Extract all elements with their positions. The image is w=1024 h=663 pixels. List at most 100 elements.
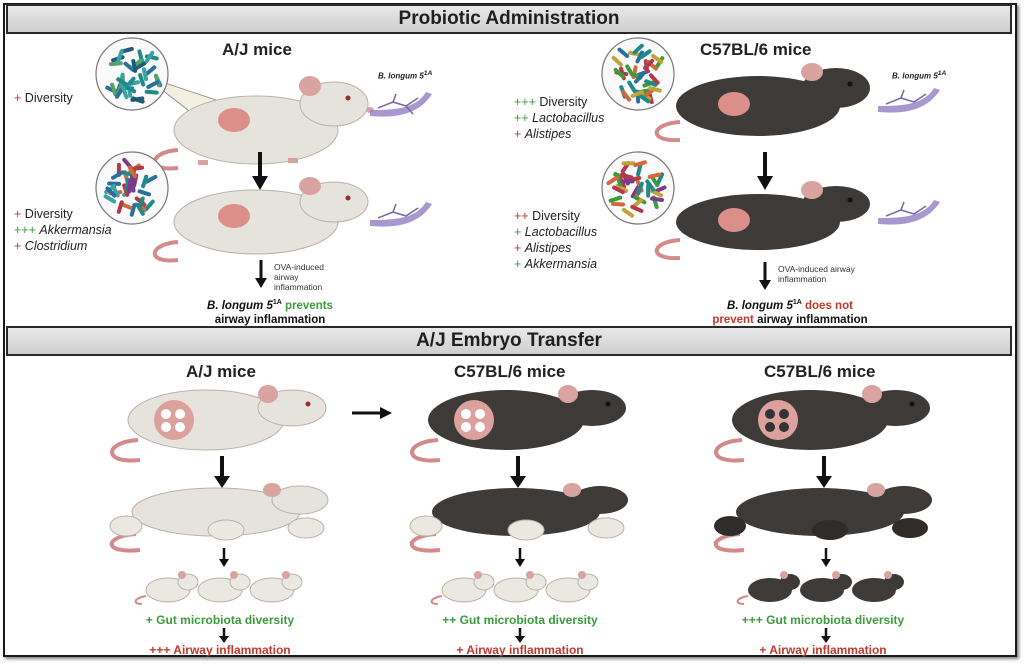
bacterium-rod — [651, 54, 664, 64]
stat-c57-after-diversity: ++ Diversity — [514, 209, 581, 223]
bacterium-rod — [120, 46, 134, 54]
bacterium-rod — [630, 90, 644, 98]
probiotic-icon-c57 — [878, 88, 940, 113]
bacterium-rod — [134, 61, 147, 71]
caption-diversity-2: ++ Gut microbiota diversity — [442, 613, 598, 627]
bacterium-rod — [611, 55, 623, 67]
microbiota-circle-c57-before — [601, 37, 675, 111]
strain-title-embryo-2: C57BL/6 mice — [454, 362, 566, 381]
mouse-c57-probiotic-2 — [654, 181, 870, 261]
bacterium-rod — [648, 73, 660, 85]
caption-airway-3: + Airway inflammation — [759, 643, 887, 657]
stat-list-c57-after: ++ Diversity + Lactobacillus + Alistipes… — [514, 208, 597, 272]
bacterium-rod — [630, 185, 640, 199]
bacterium-rod — [647, 172, 662, 179]
arrow-embryo-1b — [219, 548, 229, 567]
caption-airway-1: +++ Airway inflammation — [149, 643, 291, 657]
bacterium-rod — [608, 195, 623, 203]
stat-aj-after-diversity: + Diversity — [14, 207, 73, 221]
bacterium-rod — [619, 172, 634, 180]
mouse-c57-with-aj-pups — [409, 483, 628, 553]
mouse-aj-probiotic-1 — [152, 76, 374, 171]
microbiota-circle-aj-after — [95, 151, 169, 225]
bacterium-rod — [612, 185, 625, 195]
bacterium-rod — [105, 186, 117, 198]
arrow-aj-top-2 — [255, 260, 267, 288]
bacterium-rod — [137, 189, 152, 197]
strain-title-embryo-1: A/J mice — [186, 362, 256, 381]
stat-aj-after-clostridium: + Clostridium — [14, 239, 88, 253]
bacterium-rod — [630, 204, 644, 213]
bacterium-rod — [107, 181, 122, 186]
stat-list-aj-after: + Diversity +++ Akkermansia + Clostridiu… — [14, 206, 112, 254]
bacterium-rod — [644, 79, 658, 87]
bacterium-rod — [144, 50, 155, 64]
bacterium-rod — [650, 196, 664, 203]
bacterium-rod — [116, 200, 124, 214]
bacterium-rod — [655, 172, 665, 186]
bacterium-rod — [123, 61, 136, 72]
caption-diversity-3: +++ Gut microbiota diversity — [741, 613, 905, 627]
bacterium-rod — [116, 49, 124, 63]
bacterium-rod — [620, 89, 632, 102]
probiotic-label-aj: B. longum 51A — [378, 70, 433, 81]
bacterium-rod — [130, 165, 145, 172]
bacterium-rod — [632, 43, 644, 55]
mouse-aj-probiotic-2 — [152, 177, 369, 263]
bacterium-rod — [121, 85, 129, 100]
arrow-caption-3 — [821, 628, 831, 643]
bacterium-rod — [127, 179, 133, 194]
arrow-embryo-2a — [510, 456, 526, 488]
stat-c57-before-alistipes: + Alistipes — [514, 127, 572, 141]
mouse-aj-pregnant — [110, 385, 327, 463]
microbiota-circle-c57-after — [601, 151, 675, 225]
bacterium-rod — [144, 199, 155, 212]
section-header-embryo: A/J Embryo Transfer — [6, 326, 1012, 356]
bacterium-rod — [144, 89, 159, 95]
bacterium-rod — [123, 84, 137, 94]
probiotic-icon-c57-2 — [878, 200, 940, 225]
arrow-caption-1 — [219, 628, 229, 643]
offspring-aj — [134, 571, 303, 605]
bacterium-rod — [627, 80, 637, 94]
bacterium-rod — [108, 61, 123, 67]
mouse-c57-with-c57-pups — [713, 483, 932, 553]
bacterium-rod — [146, 80, 160, 89]
bacterium-rod — [617, 47, 630, 59]
offspring-c57 — [736, 571, 904, 605]
bacterium-rod — [645, 179, 656, 192]
arrow-caption-2 — [515, 628, 525, 643]
bacterium-rod — [131, 96, 145, 104]
bacterium-rod — [129, 203, 137, 217]
arrow-aj-top-1 — [252, 152, 268, 190]
bacterium-rod — [636, 181, 644, 196]
stat-c57-before-lactobacillus: ++ Lactobacillus — [514, 111, 605, 125]
caption-diversity-1: + Gut microbiota diversity — [145, 613, 295, 627]
bacterium-rod — [648, 86, 662, 93]
probiotic-icon-aj — [370, 92, 432, 117]
arrow-embryo-2b — [515, 548, 525, 567]
bacterium-rod — [620, 179, 635, 184]
arrow-embryo-3a — [816, 456, 832, 488]
arrow-embryo-1a — [214, 456, 230, 488]
outcome-c57-probiotic: B. longum 51A does not prevent airway in… — [712, 299, 868, 326]
bacterium-rod — [110, 82, 118, 97]
stat-aj-after-akkermansia: +++ Akkermansia — [14, 223, 112, 237]
mouse-c57-pregnant-aj — [410, 385, 626, 463]
section-header-probiotic: Probiotic Administration — [6, 4, 1012, 34]
arrow-c57-top-1 — [757, 152, 773, 190]
bacterium-rod — [621, 207, 635, 218]
bacterium-rod — [141, 67, 148, 82]
bacterium-rod — [621, 161, 636, 166]
bacterium-rod — [137, 196, 145, 210]
bacterium-rod — [611, 201, 626, 207]
strain-title-embryo-3: C57BL/6 mice — [764, 362, 876, 381]
stat-c57-before-diversity: +++ Diversity — [514, 95, 588, 109]
bacterium-rod — [606, 175, 619, 186]
bacterium-rod — [638, 93, 651, 104]
arrow-embryo-transfer — [352, 407, 392, 419]
bacterium-rod — [643, 58, 655, 70]
offspring-aj-in-c57 — [430, 571, 599, 605]
probiotic-label-c57: B. longum 51A — [892, 70, 947, 81]
stat-c57-after-lactobacillus: + Lactobacillus — [514, 225, 598, 239]
